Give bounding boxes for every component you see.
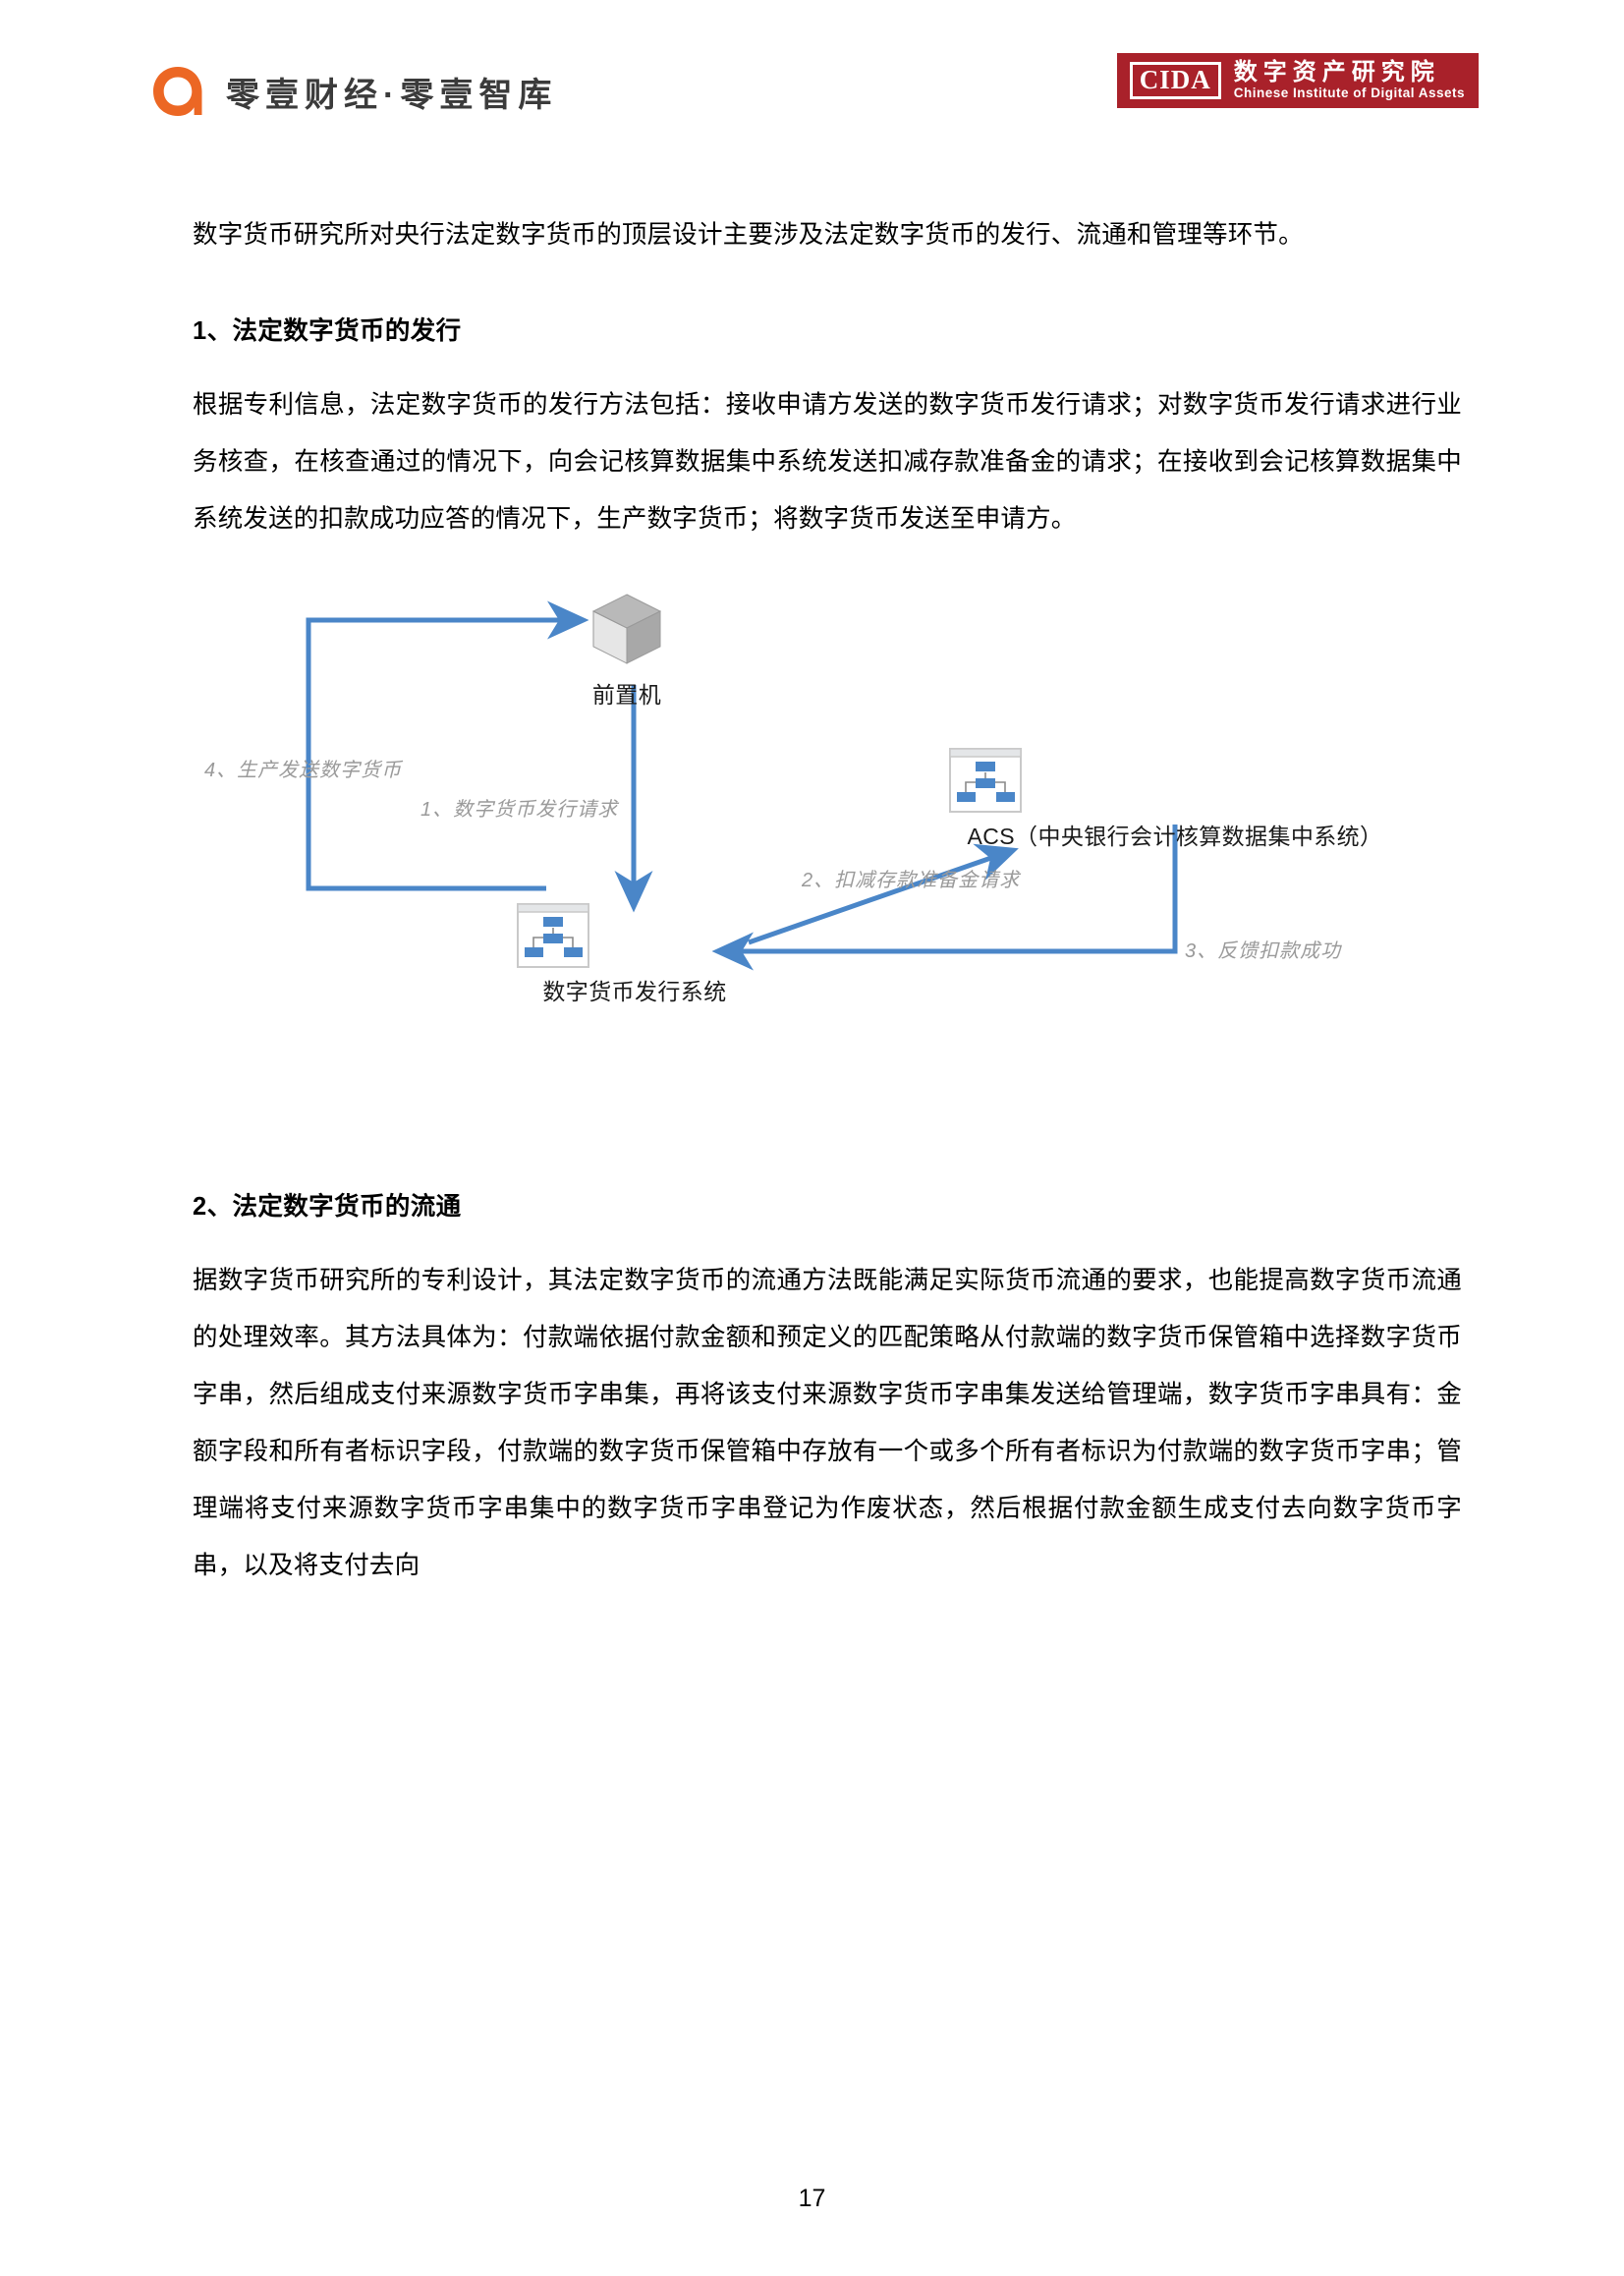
diagram-node-acs[interactable]: ACS（中央银行会计核算数据集中系统） — [949, 748, 1401, 851]
section-1-paragraph: 根据专利信息，法定数字货币的发行方法包括：接收申请方发送的数字货币发行请求；对数… — [193, 391, 1462, 533]
cida-badge-icon: CIDA — [1129, 62, 1221, 99]
diagram-connectors — [306, 600, 1178, 971]
diagram-node-frontend[interactable]: 前置机 — [586, 589, 668, 710]
intro-paragraph: 数字货币研究所对央行法定数字货币的顶层设计主要涉及法定数字货币的发行、流通和管理… — [193, 221, 1304, 249]
page-header: 零壹财经·零壹智库 CIDA 数字资产研究院 Chinese Institute… — [147, 47, 1479, 136]
spacer — [193, 263, 1462, 311]
brand-lingyi: 零壹财经·零壹智库 — [147, 61, 557, 122]
page-content: 数字货币研究所对央行法定数字货币的顶层设计主要涉及法定数字货币的发行、流通和管理… — [193, 206, 1462, 1594]
diagram-node-acs-label: ACS（中央银行会计核算数据集中系统） — [967, 824, 1383, 849]
alpha-mark-icon — [147, 61, 208, 122]
org-chart-icon — [949, 748, 1211, 813]
spacer — [193, 347, 1462, 376]
diagram-edge-label-1: 1、数字货币发行请求 — [420, 799, 619, 821]
brand-cida: CIDA 数字资产研究院 Chinese Institute of Digita… — [1116, 53, 1479, 108]
diagram-node-frontend-label: 前置机 — [591, 682, 662, 708]
page-footer: 17 — [0, 2185, 1624, 2213]
diagram-edge-label-2: 2、扣减存款准备金请求 — [802, 870, 1021, 891]
section-1-heading: 1、法定数字货币的发行 — [193, 317, 462, 345]
section-2-heading: 2、法定数字货币的流通 — [193, 1193, 462, 1221]
cida-names: 数字资产研究院 Chinese Institute of Digital Ass… — [1234, 60, 1465, 101]
spacer — [193, 1223, 1462, 1252]
cida-name-cn: 数字资产研究院 — [1233, 59, 1440, 85]
diagram-edge-label-4: 4、生产发送数字货币 — [204, 760, 403, 781]
section-2-paragraph: 据数字货币研究所的专利设计，其法定数字货币的流通方法既能满足实际货币流通的要求，… — [193, 1267, 1462, 1579]
spacer — [193, 1139, 1462, 1186]
diagram-edge-label-3: 3、反馈扣款成功 — [1185, 940, 1342, 962]
cida-name-en: Chinese Institute of Digital Assets — [1233, 85, 1465, 100]
diagram-node-issuance[interactable]: 数字货币发行系统 — [517, 903, 753, 1006]
diagram-node-issuance-label: 数字货币发行系统 — [542, 979, 727, 1004]
page-number: 17 — [798, 2185, 826, 2212]
org-chart-icon — [517, 903, 671, 968]
issuance-flow-diagram: 前置机 ACS（中央银行会计核算数据集中系统） — [193, 589, 1462, 1139]
cube-3d-icon — [586, 589, 668, 671]
brand-lingyi-label: 零壹财经·零壹智库 — [226, 76, 558, 114]
